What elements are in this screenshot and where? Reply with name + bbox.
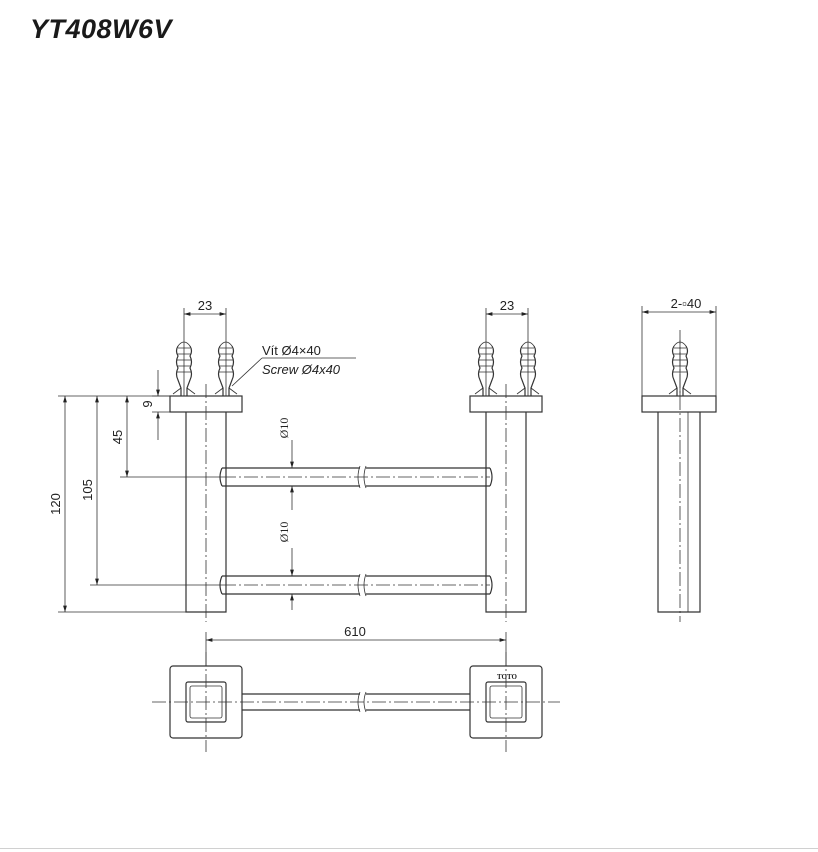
dim-120: 120 bbox=[48, 395, 186, 613]
screw-label-en: Screw Ø4x40 bbox=[262, 362, 341, 377]
dim-label-side-screws: 2-▫40 bbox=[671, 296, 702, 311]
dim-610: 610 bbox=[205, 624, 507, 700]
dim-dia-upper: Ø10 bbox=[277, 418, 294, 510]
right-post bbox=[469, 384, 543, 622]
dim-23-right: 23 bbox=[485, 298, 529, 340]
left-anchors bbox=[172, 339, 238, 397]
plan-view: 610 TOTO bbox=[152, 624, 560, 752]
dim-label-dia-lower: Ø10 bbox=[277, 522, 291, 543]
dim-label-dia-upper: Ø10 bbox=[277, 418, 291, 439]
dim-dia-lower: Ø10 bbox=[277, 522, 294, 610]
dim-label-45: 45 bbox=[110, 430, 125, 444]
screw-label-fr: Vít Ø4×40 bbox=[262, 343, 321, 358]
brand-logo: TOTO bbox=[497, 673, 518, 681]
dim-label-105: 105 bbox=[80, 479, 95, 501]
plan-bar bbox=[152, 652, 560, 752]
dim-45: 45 bbox=[110, 395, 222, 478]
product-model-title: YT408W6V bbox=[30, 14, 173, 44]
dim-label-120: 120 bbox=[48, 493, 63, 515]
dim-105: 105 bbox=[80, 395, 222, 586]
lower-bar bbox=[219, 573, 493, 597]
upper-bar bbox=[219, 465, 493, 489]
dim-23-left: 23 bbox=[183, 298, 227, 340]
right-anchors bbox=[474, 339, 540, 397]
dim-label-610: 610 bbox=[344, 624, 366, 639]
left-post bbox=[169, 384, 243, 622]
dim-label-9: 9 bbox=[140, 400, 155, 407]
side-view: 2-▫40 bbox=[641, 296, 717, 622]
front-view: 23 23 Vít Ø4×40 Screw Ø4x40 9 45 bbox=[48, 298, 543, 622]
dim-label-23-right: 23 bbox=[500, 298, 514, 313]
page-bottom-rule bbox=[0, 848, 818, 849]
dim-label-23-left: 23 bbox=[198, 298, 212, 313]
screw-callout: Vít Ø4×40 Screw Ø4x40 bbox=[231, 343, 356, 387]
